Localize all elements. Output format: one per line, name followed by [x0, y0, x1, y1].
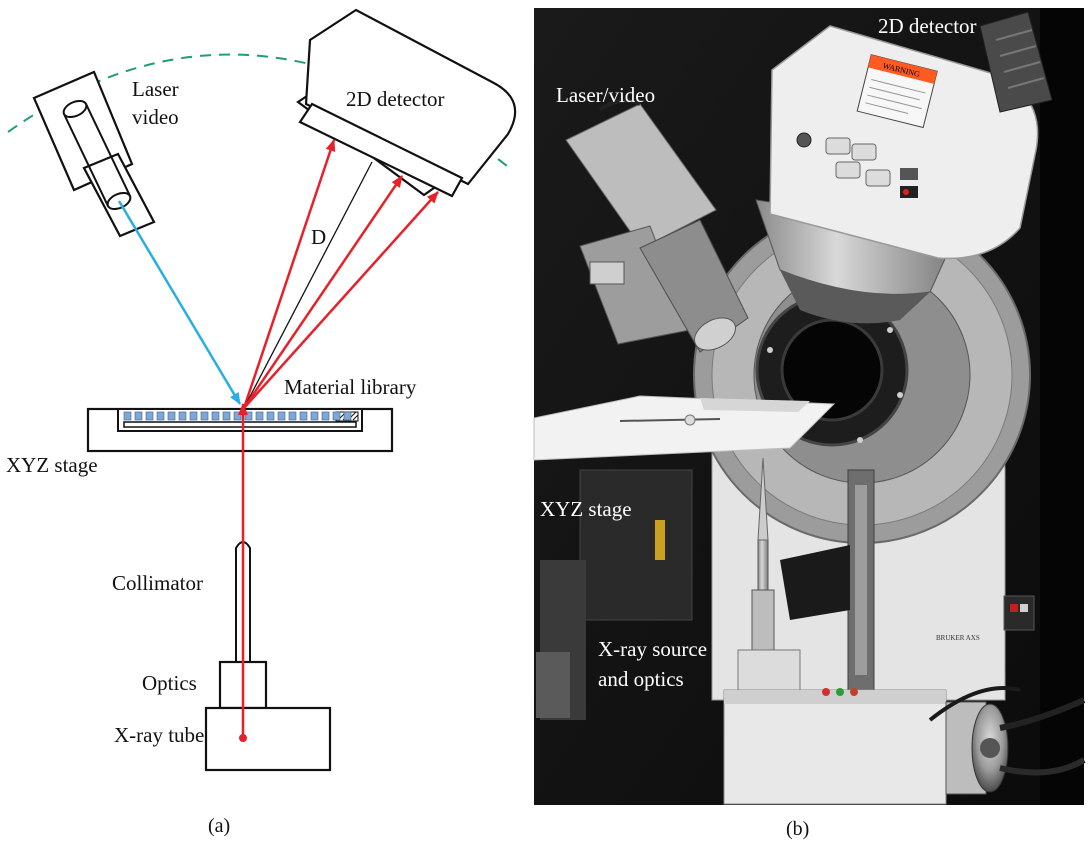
xray-source-schematic [204, 541, 332, 772]
material-library-cell [222, 411, 231, 421]
material-library-cell [321, 411, 330, 421]
detector-distance-line [243, 161, 373, 409]
brand-logo: BRUKER AXS [932, 628, 980, 660]
material-library-cell [299, 411, 308, 421]
photo-label-laser-video: Laser/video [556, 83, 655, 107]
label-material-library: Material library [284, 375, 417, 399]
caption-a: (a) [208, 815, 230, 837]
label-xray-tube: X-ray tube [114, 723, 204, 747]
material-library-cell [156, 411, 165, 421]
diffracted-beam-3 [243, 191, 439, 409]
label-optics: Optics [142, 671, 197, 695]
brand-logo-text: BRUKER AXS [936, 634, 980, 642]
photo-label-xyz-stage: XYZ stage [540, 497, 632, 521]
material-library-cell [145, 411, 154, 421]
sample-tray [533, 395, 836, 461]
diffracted-beam-2 [242, 175, 404, 409]
detector-schematic [296, 8, 517, 198]
material-library-cell [288, 411, 297, 421]
material-library-cell [255, 411, 264, 421]
material-library-cell [200, 411, 209, 421]
material-library-cell [233, 411, 242, 421]
xray-source-photo [723, 457, 1086, 805]
laser-video-device [32, 70, 156, 238]
material-library-cell [310, 411, 319, 421]
panel-b-photo: WARNING [533, 8, 1086, 840]
label-distance-d: D [311, 225, 326, 249]
laser-beam [117, 200, 242, 405]
diffracted-beam-1 [242, 139, 336, 409]
photo-label-2d-detector: 2D detector [878, 14, 977, 38]
material-library-cell [211, 411, 220, 421]
material-library-cells [123, 411, 352, 421]
xray-tube-housing [723, 689, 947, 805]
material-library-cell [167, 411, 176, 421]
material-library-cell [134, 411, 143, 421]
material-library-cell [244, 411, 253, 421]
label-laser-video: Laser video [132, 77, 184, 129]
material-library-cell [189, 411, 198, 421]
material-library-cell [123, 411, 132, 421]
photo-label-xray-source: X-ray source and optics [598, 637, 712, 691]
caption-b: (b) [786, 818, 809, 840]
xray-tube-schematic [204, 706, 332, 772]
detector-photo: WARNING [755, 11, 1053, 324]
panel-a-schematic: Laser video 2D detector D Material libra… [6, 8, 517, 837]
laser-video-device-photo [565, 98, 749, 353]
material-library-cell [266, 411, 275, 421]
label-xyz-stage: XYZ stage [6, 453, 98, 477]
material-library-cell [332, 411, 341, 421]
label-2d-detector: 2D detector [346, 87, 445, 111]
label-collimator: Collimator [112, 571, 203, 595]
xyz-stage-body [579, 469, 693, 621]
material-library-cell [343, 411, 352, 421]
material-library-cell [277, 411, 286, 421]
material-library-cell [178, 411, 187, 421]
